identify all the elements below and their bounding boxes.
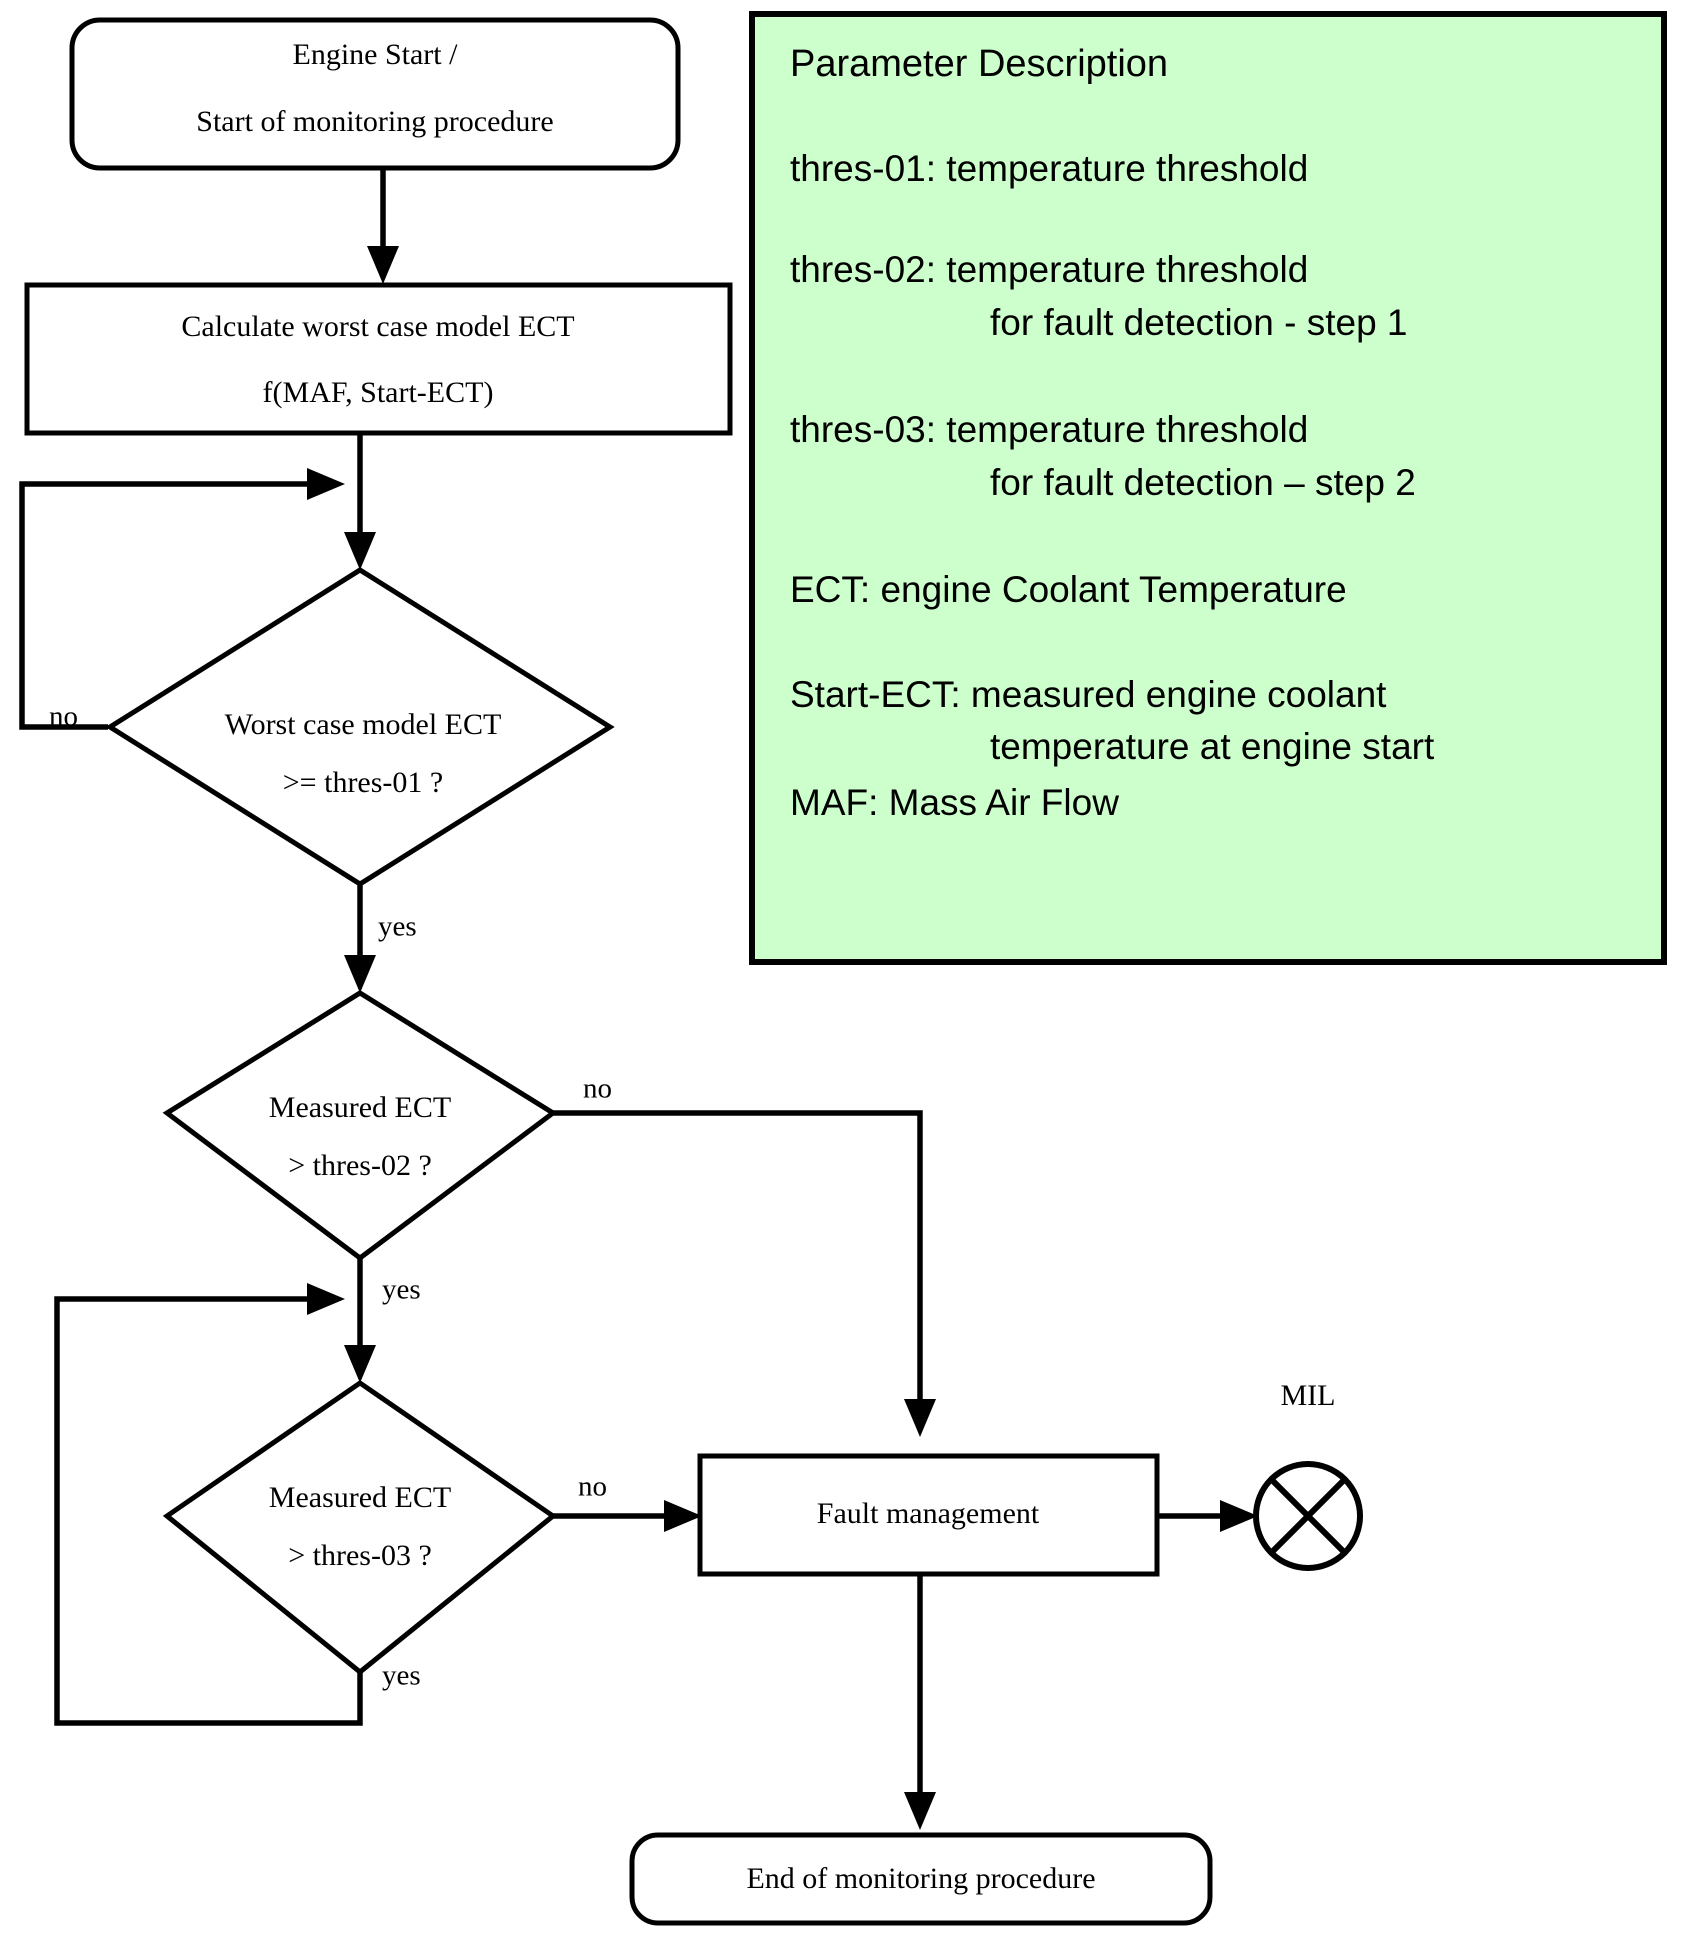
mil-lamp-icon: [1253, 1461, 1363, 1571]
edge-label-decision2-no: no: [583, 1073, 612, 1105]
node-decision3-line1: Measured ECT: [269, 1481, 451, 1514]
node-end-label: End of monitoring procedure: [746, 1862, 1095, 1895]
legend-entry-thres03-term: thres-03: temperature threshold: [790, 409, 1308, 450]
arrowhead-decision2-no: [904, 1399, 936, 1437]
mil-lamp-cross-line-2: [1268, 1476, 1348, 1556]
legend-entry-thres02-cont: for fault detection - step 1: [990, 302, 1408, 343]
edge-decision3-yes-loop: [54, 1296, 363, 1726]
node-decision1-line1: Worst case model ECT: [225, 708, 502, 741]
legend-entry-thres02-term: thres-02: temperature threshold: [790, 249, 1308, 290]
legend-panel: [749, 11, 1667, 965]
legend-entry-startect-cont: temperature at engine start: [990, 726, 1435, 767]
edge-label-decision3-no: no: [578, 1471, 607, 1503]
arrowhead-decision1-yes: [344, 955, 376, 993]
node-start-line1: Engine Start /: [293, 38, 459, 71]
mil-label: MIL: [1281, 1379, 1336, 1412]
node-end[interactable]: [629, 1832, 1213, 1926]
node-decision-worst-case-ect[interactable]: [105, 567, 615, 887]
arrowhead-decision2-yes: [344, 1345, 376, 1383]
node-fault-management-label: Fault management: [817, 1497, 1040, 1530]
edge-label-decision2-yes: yes: [382, 1274, 421, 1306]
edge-label-decision1-no: no: [49, 701, 78, 733]
node-start[interactable]: [69, 17, 681, 171]
node-calculate[interactable]: [24, 282, 733, 436]
edge-label-decision3-yes: yes: [382, 1660, 421, 1692]
node-decision-measured-ect-thres02[interactable]: [162, 990, 558, 1262]
node-decision2-line2: > thres-02 ?: [288, 1149, 432, 1182]
legend-entry-thres03-cont: for fault detection – step 2: [990, 462, 1416, 503]
node-calculate-line2: f(MAF, Start-ECT): [263, 376, 494, 409]
node-start-line2: Start of monitoring procedure: [196, 105, 553, 138]
edge-decision2-no: [553, 1110, 923, 1405]
arrowhead-decision3-yes-loop: [307, 1283, 345, 1315]
node-decision1-line2: >= thres-01 ?: [283, 766, 443, 799]
arrowhead-decision3-no: [664, 1500, 702, 1532]
edge-label-decision1-yes: yes: [378, 911, 417, 943]
legend-entry-ect-term: ECT: engine Coolant Temperature: [790, 569, 1347, 610]
node-fault-management[interactable]: [697, 1453, 1160, 1577]
arrowhead-decision1-no-loop: [307, 468, 345, 500]
node-decision2-line1: Measured ECT: [269, 1091, 451, 1124]
node-decision-measured-ect-thres03[interactable]: [162, 1379, 558, 1676]
legend-entry-thres01-term: thres-01: temperature threshold: [790, 148, 1308, 189]
arrowhead-calculate-to-decision1: [344, 532, 376, 570]
legend-entry-maf-term: MAF: Mass Air Flow: [790, 782, 1119, 823]
arrowhead-start-to-calculate: [367, 246, 399, 284]
arrowhead-fault-to-mil: [1220, 1500, 1258, 1532]
legend-entry-startect-term: Start-ECT: measured engine coolant: [790, 674, 1387, 715]
edge-decision1-no-loop: [19, 481, 310, 730]
arrowhead-fault-to-end: [904, 1792, 936, 1830]
node-decision3-line2: > thres-03 ?: [288, 1539, 432, 1572]
legend-title: Parameter Description: [790, 43, 1168, 85]
node-calculate-line1: Calculate worst case model ECT: [181, 310, 574, 343]
